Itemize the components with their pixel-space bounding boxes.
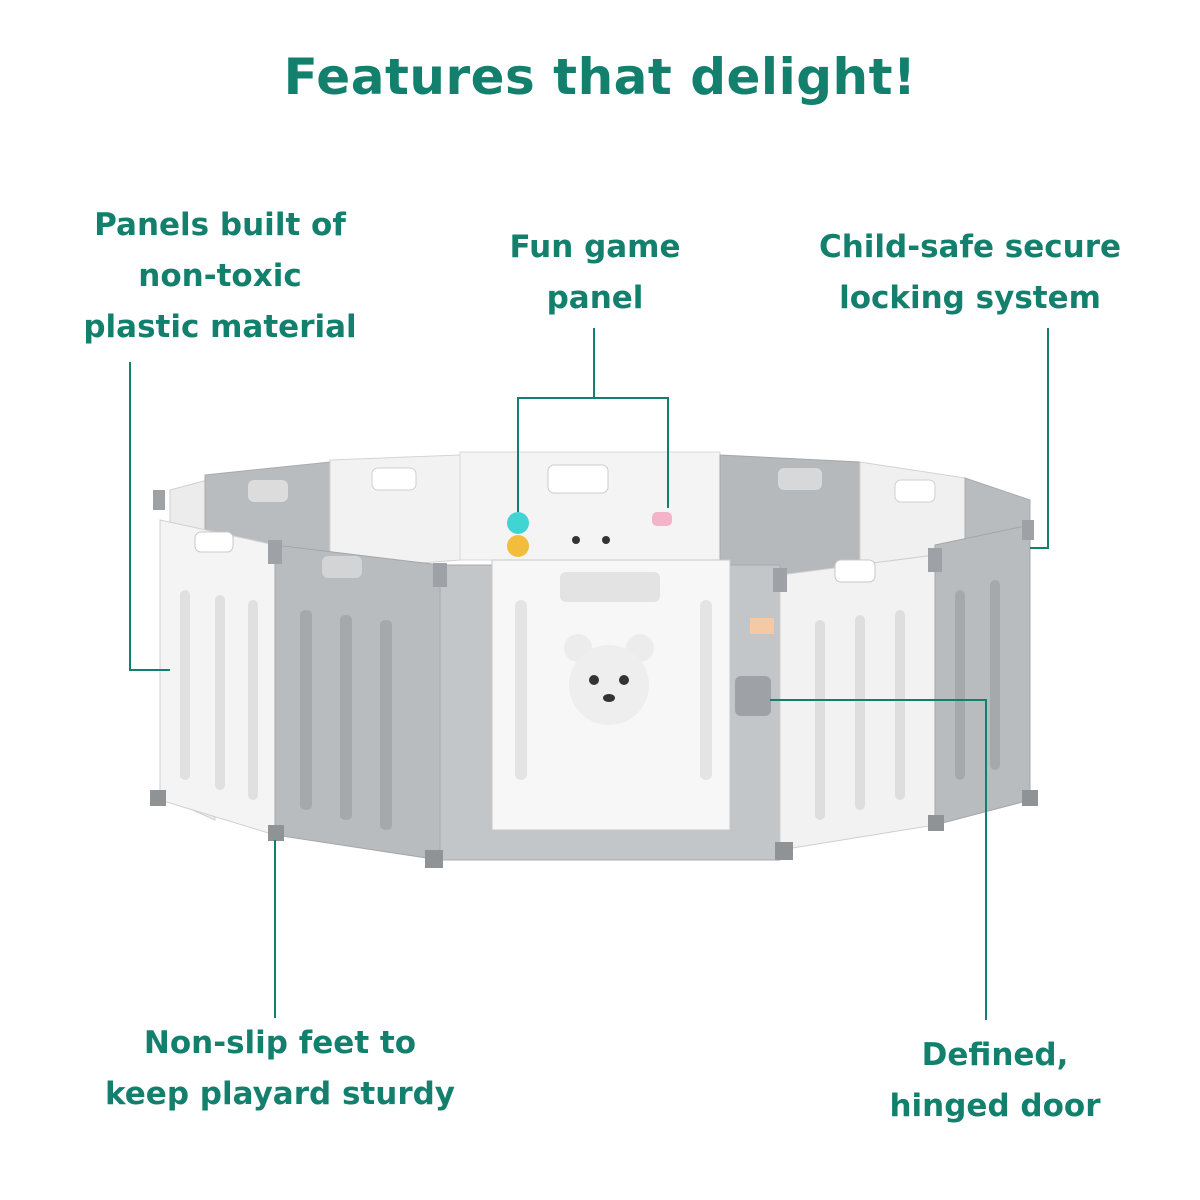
callout-line: panel [546, 280, 644, 316]
bear-eye [589, 675, 599, 685]
door-lock [735, 676, 771, 716]
leader-line-game-bracket [517, 397, 669, 512]
panel-handle [371, 467, 417, 491]
bear-eye [572, 536, 580, 544]
game-ball-teal [507, 512, 529, 534]
panel-handle [894, 479, 936, 503]
connector [773, 568, 787, 592]
connector [928, 548, 942, 572]
page-title: Features that delight! [283, 48, 917, 106]
callout-line: Fun game [509, 229, 681, 265]
callout-line: Defined, [921, 1037, 1069, 1073]
panel-handle [778, 468, 822, 490]
callout-hinged-door: Defined, hinged door [860, 1030, 1130, 1132]
leader-line-panels [129, 362, 170, 671]
non-slip-foot [775, 842, 793, 860]
panel-handle [248, 480, 288, 502]
callout-line: Panels built of [94, 207, 346, 243]
callout-leader-lines [129, 328, 1049, 1020]
connector [1022, 520, 1034, 540]
connector [268, 540, 282, 564]
callout-line: Child-safe secure [818, 229, 1122, 265]
panel-handle [834, 559, 876, 583]
non-slip-foot [268, 825, 284, 841]
warning-label [750, 618, 774, 634]
callout-non-slip-feet: Non-slip feet to keep playard sturdy [60, 1018, 500, 1120]
callout-game-panel: Fun game panel [470, 222, 720, 324]
leader-line-door [770, 699, 987, 1020]
non-slip-foot [1022, 790, 1038, 806]
bear-eye [602, 536, 610, 544]
non-slip-foot [928, 815, 944, 831]
front-panel-gray [934, 524, 1031, 826]
leader-line-lock [1030, 328, 1049, 549]
non-slip-foot [425, 850, 443, 868]
bear-nose [603, 694, 615, 702]
callout-locking-system: Child-safe secure locking system [800, 222, 1140, 324]
connector [433, 563, 447, 587]
callout-panels-material: Panels built of non-toxic plastic materi… [70, 200, 370, 353]
callout-line: hinged door [889, 1088, 1101, 1124]
callout-line: Non-slip feet to [143, 1025, 417, 1061]
game-ball-yellow [507, 535, 529, 557]
panel-handle [322, 556, 362, 578]
callout-line: non-toxic [138, 258, 302, 294]
bear-face [569, 645, 649, 725]
callout-line: keep playard sturdy [104, 1076, 456, 1112]
panel-handle [194, 531, 234, 553]
callout-line: locking system [839, 280, 1101, 316]
game-panel [507, 512, 672, 557]
panel-handle [547, 464, 609, 494]
playard-front-panels [150, 490, 1038, 868]
game-button-pink [652, 512, 672, 526]
door-handle [560, 572, 660, 602]
non-slip-foot [150, 790, 166, 806]
bear-eye [619, 675, 629, 685]
connector [153, 490, 165, 510]
front-panel-gray [274, 544, 441, 861]
callout-line: plastic material [83, 309, 357, 345]
